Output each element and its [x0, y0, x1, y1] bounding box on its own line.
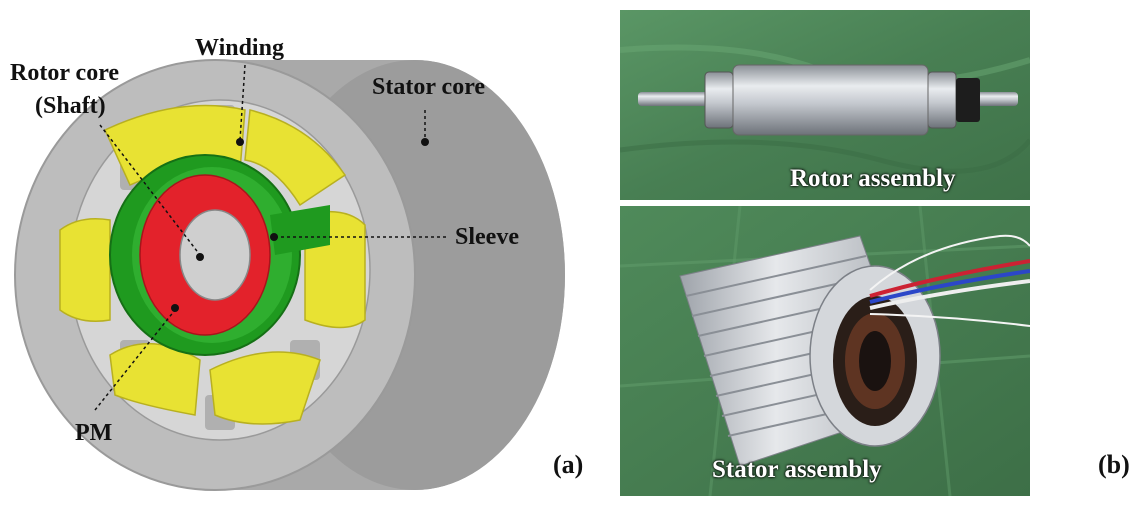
panel-a-tag: (a) [553, 450, 584, 479]
leader-dots [171, 138, 429, 312]
rotor-assembly-illustration [620, 10, 1030, 200]
rotor-caption: Rotor assembly [790, 165, 956, 192]
rotor-bearing-left [704, 71, 734, 129]
label-stator-core: Stator core [372, 74, 486, 100]
label-pm: PM [75, 420, 113, 446]
lead-wires [869, 234, 1030, 327]
rotor-body [732, 64, 929, 136]
shaft-bore [179, 209, 251, 301]
panel-a-motor-model: Winding Rotor core (Shaft) Stator core S… [10, 35, 584, 491]
windings [59, 104, 366, 425]
stator-caption: Stator assembly [712, 456, 882, 483]
motor-cad-drawing [14, 59, 565, 491]
label-sleeve: Sleeve [455, 224, 519, 250]
label-winding: Winding [195, 35, 284, 61]
panel-b-tag: (b) [1098, 450, 1130, 479]
label-rotor-core: Rotor core [10, 60, 120, 86]
leader-lines [94, 64, 448, 411]
stator-photo: Stator assembly [620, 206, 1030, 496]
sleeve-arm [270, 205, 330, 255]
panel-b-photos: Rotor assembly [620, 10, 1145, 500]
rotor-photo: Rotor assembly [620, 10, 1030, 200]
stator-assembly-illustration [620, 206, 1030, 496]
label-shaft: (Shaft) [35, 93, 106, 119]
